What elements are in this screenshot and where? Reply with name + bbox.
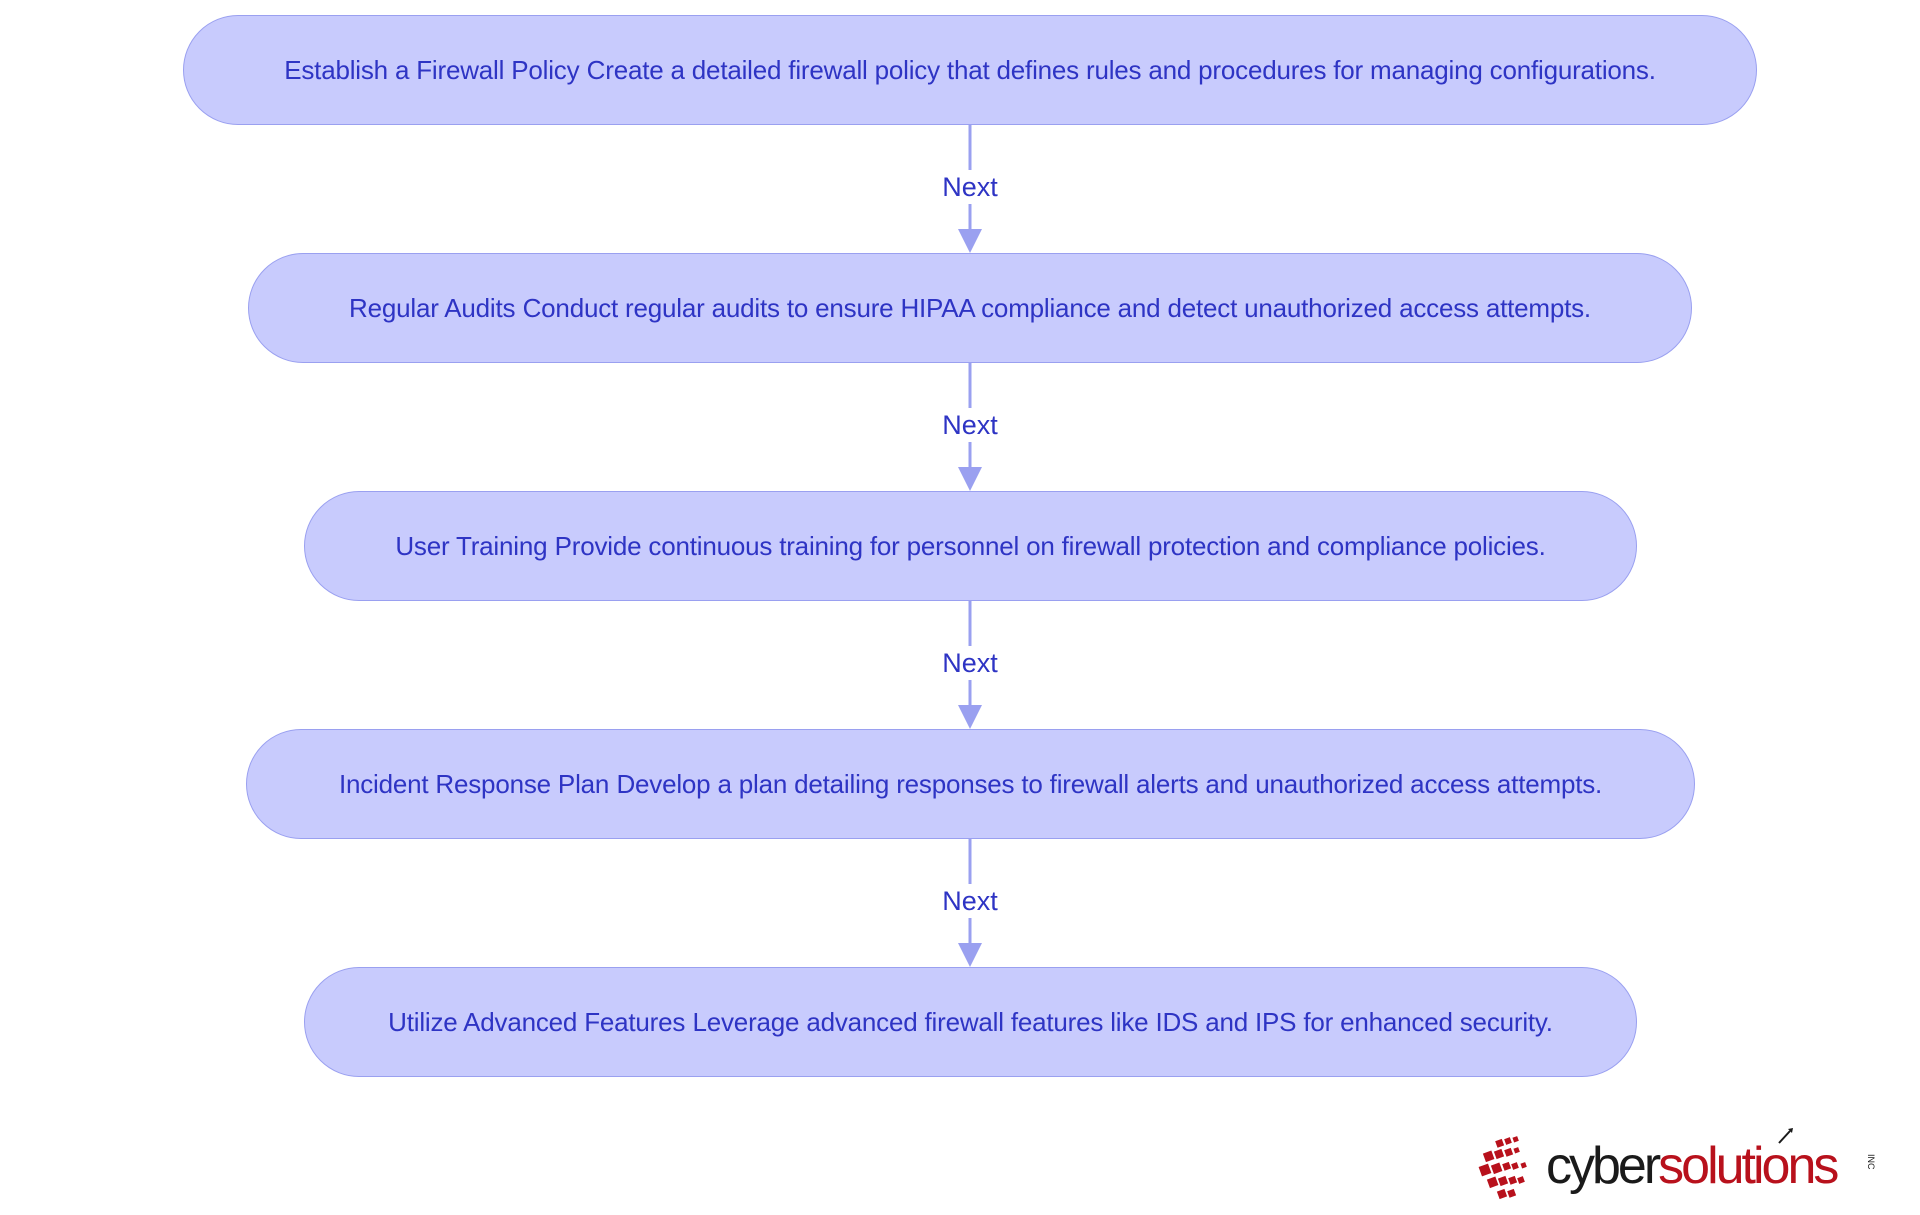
edge-label-2: Next bbox=[910, 408, 1030, 442]
edge-label-1: Next bbox=[910, 170, 1030, 204]
step-node-5: Utilize Advanced Features Leverage advan… bbox=[304, 967, 1637, 1077]
edge-label-3: Next bbox=[910, 646, 1030, 680]
logo-suffix-text: INC bbox=[1866, 1154, 1876, 1170]
step-description: Create a detailed firewall policy that d… bbox=[586, 54, 1656, 85]
step-node-2: Regular Audits Conduct regular audits to… bbox=[248, 253, 1692, 363]
edge-label-4: Next bbox=[910, 884, 1030, 918]
step-description: Provide continuous training for personne… bbox=[554, 530, 1546, 561]
step-title: User Training bbox=[395, 530, 548, 561]
step-description: Conduct regular audits to ensure HIPAA c… bbox=[522, 292, 1592, 323]
company-logo: cybersolutions INC bbox=[1478, 1128, 1878, 1202]
logo-wordmark: cybersolutions bbox=[1546, 1132, 1839, 1200]
step-description: Leverage advanced firewall features like… bbox=[692, 1006, 1553, 1037]
step-title: Regular Audits bbox=[349, 292, 516, 323]
logo-word-cyber: cyber bbox=[1546, 1137, 1661, 1195]
logo-pen-icon bbox=[1778, 1128, 1793, 1144]
step-title: Establish a Firewall Policy bbox=[284, 54, 580, 85]
step-node-3: User Training Provide continuous trainin… bbox=[304, 491, 1637, 601]
step-title: Utilize Advanced Features bbox=[388, 1006, 686, 1037]
step-node-1: Establish a Firewall Policy Create a det… bbox=[183, 15, 1757, 125]
logo-word-solutions: solutions bbox=[1658, 1137, 1839, 1195]
logo-mark-icon bbox=[1478, 1136, 1527, 1200]
logo-suffix: INC bbox=[1866, 1154, 1876, 1170]
step-description: Develop a plan detailing responses to fi… bbox=[616, 768, 1603, 799]
step-node-4: Incident Response Plan Develop a plan de… bbox=[246, 729, 1695, 839]
step-title: Incident Response Plan bbox=[338, 768, 610, 799]
